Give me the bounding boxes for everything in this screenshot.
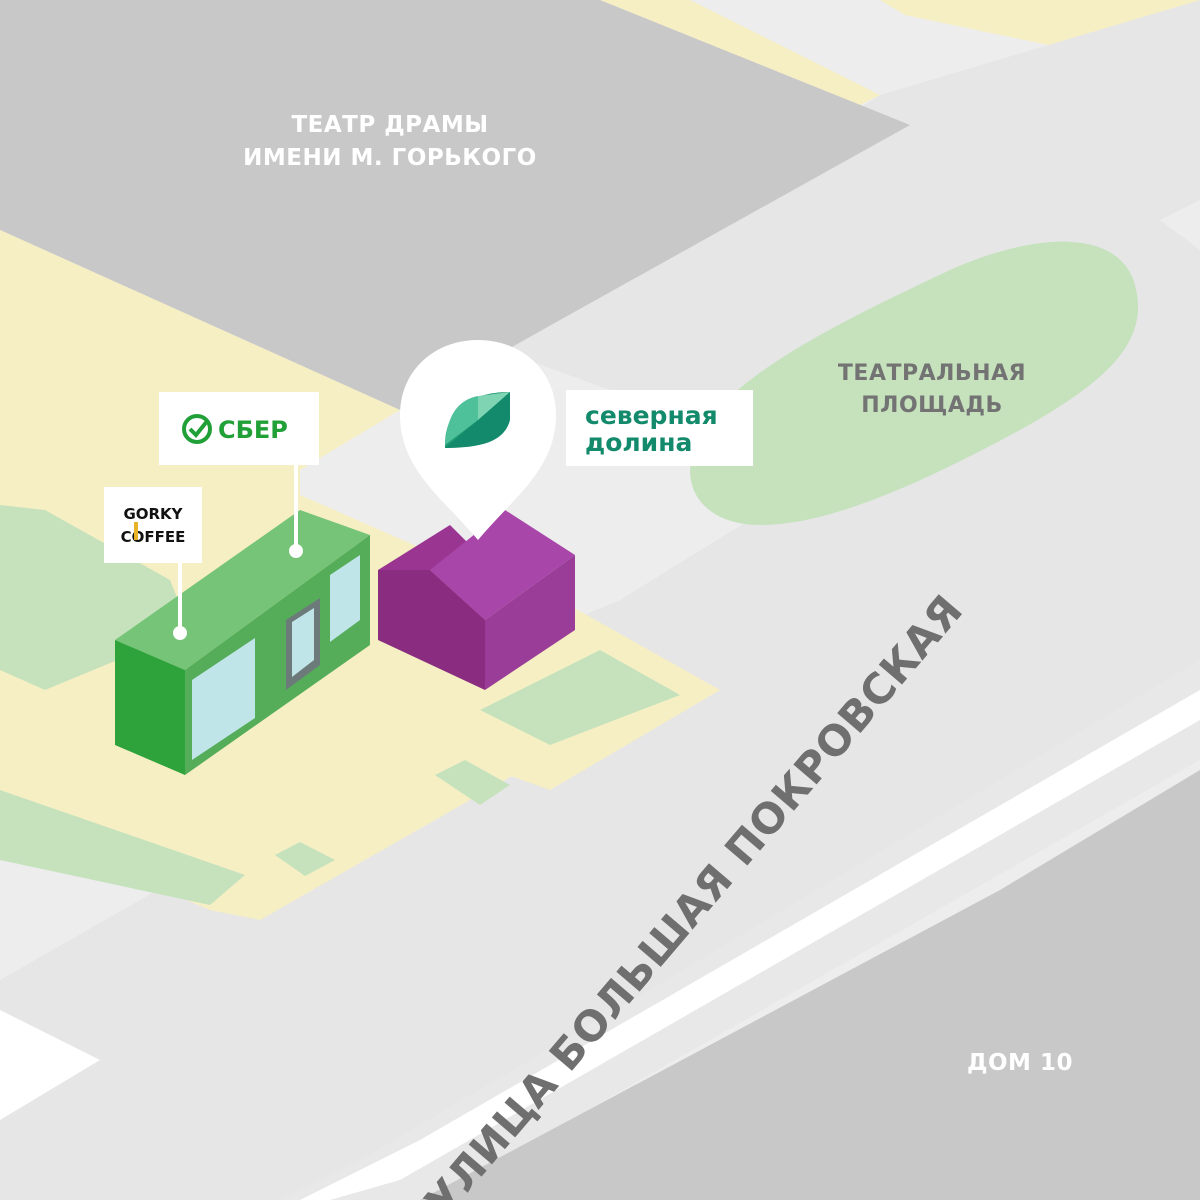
park-left-bottom — [0, 790, 245, 905]
theatre-building — [0, 0, 910, 410]
severnaya-dolina-tag[interactable]: северная долина — [566, 390, 753, 466]
house-front-left — [378, 570, 485, 690]
kiosk-window-2 — [330, 555, 360, 642]
gorky-coffee-line-1: GORKY — [123, 505, 183, 523]
kiosk-window-1 — [192, 638, 255, 760]
theatre-square-park — [690, 241, 1139, 525]
location-pin-icon[interactable] — [400, 340, 556, 540]
severnaya-line-1: северная — [585, 401, 718, 430]
leaf-logo-icon — [445, 392, 510, 448]
sber-tag[interactable]: СБЕР — [159, 392, 319, 558]
kiosk-door-glass — [292, 608, 314, 677]
square-label-line-1: ТЕАТРАЛЬНАЯ — [838, 361, 1026, 386]
gorky-coffee-line-2: COFFEE — [121, 528, 186, 546]
sber-label: СБЕР — [218, 416, 288, 444]
corner-white — [0, 1010, 100, 1120]
theatre-label-line-2: ИМЕНИ М. ГОРЬКОГО — [243, 145, 537, 171]
house-side — [485, 555, 575, 690]
park-patch-1 — [480, 650, 680, 745]
house-number-label: ДОМ 10 — [967, 1050, 1073, 1076]
dom-10-building — [420, 770, 1200, 1200]
square-label-line-2: ПЛОЩАДЬ — [861, 393, 1002, 418]
park-patch-2 — [435, 760, 510, 805]
severnaya-line-2: долина — [585, 428, 692, 457]
sber-logo-icon — [182, 414, 212, 444]
theatre-label-line-1: ТЕАТР ДРАМЫ — [291, 112, 488, 138]
house-roof — [430, 510, 575, 620]
kiosk-end — [115, 640, 185, 775]
gorky-coffee-tag[interactable]: GORKY COFFEE — [104, 487, 202, 640]
park-patch-3 — [275, 842, 335, 876]
